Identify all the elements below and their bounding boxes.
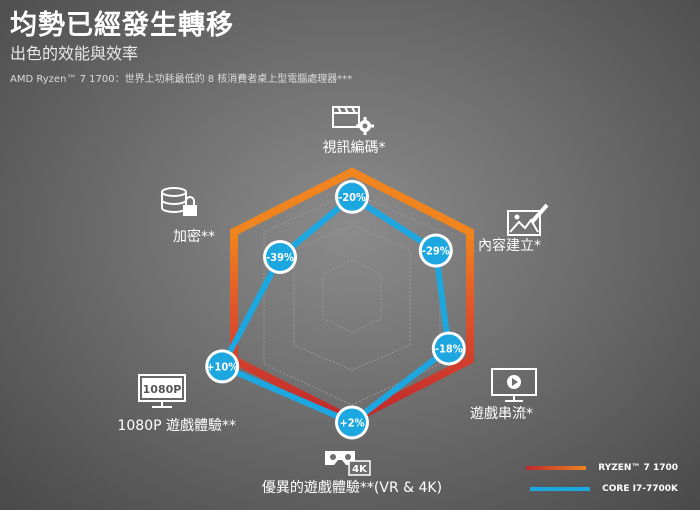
- legend-swatch-ryzen: [526, 466, 587, 470]
- guide-hexagon-inner: [322, 259, 382, 334]
- data-label: +2%: [339, 416, 364, 429]
- guide-hexagon-middle: [293, 224, 411, 371]
- legend-label-ryzen: RYZEN™ 7 1700: [598, 463, 678, 473]
- legend-core: CORE I7-7700K: [530, 484, 678, 494]
- image-edit-icon: [507, 203, 549, 236]
- axis-label-encryption: 加密**: [173, 228, 215, 245]
- vr-4k-icon: 4K: [325, 451, 371, 476]
- database-lock-icon: [161, 187, 197, 216]
- axis-label-game-streaming: 遊戲串流*: [470, 406, 533, 422]
- data-point-dot: [338, 182, 366, 211]
- data-label: -18%: [435, 342, 463, 355]
- data-label: -20%: [338, 191, 366, 204]
- footnote: AMD Ryzen™ 7 1700：世界上功耗最低的 8 核消費者桌上型電腦處理…: [10, 74, 353, 85]
- data-label: -39%: [266, 251, 294, 264]
- video-edit-icon: [332, 106, 374, 135]
- data-point-dot: [421, 236, 450, 265]
- data-point-dot: [208, 352, 237, 381]
- 1080p-monitor-icon-text: 1080P: [143, 383, 182, 396]
- page-title: 均勢已經發生轉移: [10, 10, 234, 41]
- axis-label-content-creation: 內容建立*: [478, 237, 541, 254]
- legend-swatch-core: [530, 487, 591, 491]
- play-monitor-icon: [491, 368, 537, 402]
- data-point-marker: +10%: [205, 349, 240, 384]
- data-point-dot: [338, 408, 366, 437]
- data-point-marker: -29%: [418, 233, 453, 268]
- legend-ryzen: RYZEN™ 7 1700: [526, 463, 678, 473]
- vr-4k-icon-text: 4K: [352, 464, 368, 475]
- legend-label-core: CORE I7-7700K: [602, 484, 678, 494]
- data-point-marker: -39%: [263, 239, 298, 274]
- axis-label-vr-4k-gaming: 優異的遊戲體驗**(VR & 4K): [262, 480, 442, 496]
- data-point-marker: -18%: [431, 331, 466, 366]
- data-point-marker: -20%: [335, 179, 369, 214]
- axis-label-video-encoding: 視訊編碼*: [323, 140, 386, 156]
- data-point-dot: [434, 334, 463, 363]
- data-label: +10%: [206, 360, 238, 373]
- marker-layer: -20% -29% -18% +2% +10% -39%: [205, 179, 466, 440]
- data-point-marker: +2%: [335, 405, 369, 440]
- data-label: -29%: [422, 245, 450, 258]
- axis-label-1080p-gaming: 1080P 遊戲體驗**: [117, 418, 236, 434]
- page-subtitle: 出色的效能與效率: [10, 44, 139, 63]
- data-point-dot: [266, 242, 295, 271]
- guide-hexagon-outer: [263, 191, 441, 406]
- 1080p-monitor-icon: 1080P: [138, 374, 186, 408]
